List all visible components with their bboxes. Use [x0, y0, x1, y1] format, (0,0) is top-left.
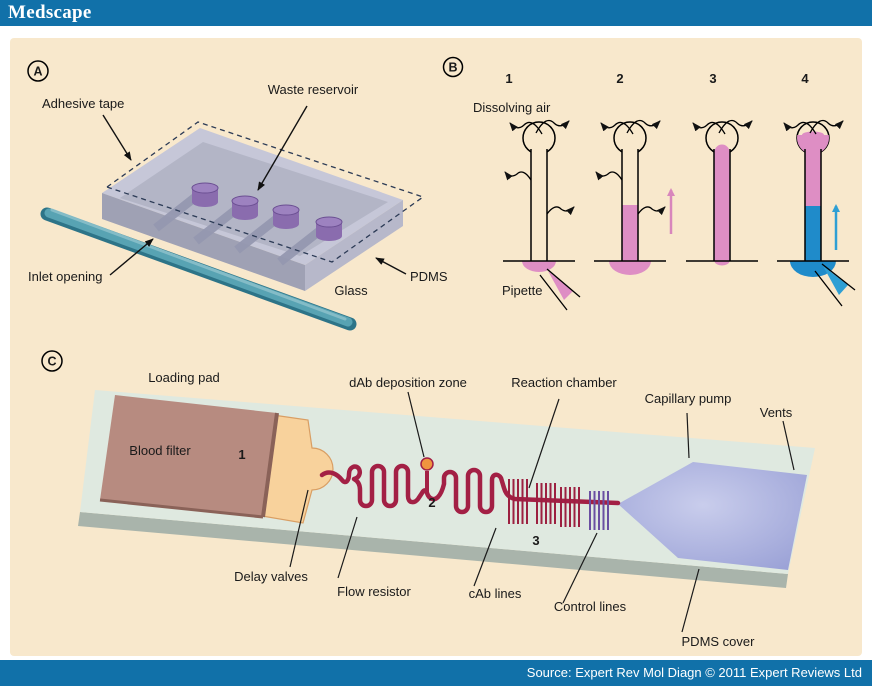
air-arrow	[509, 121, 543, 135]
dab-deposition-spot	[420, 457, 434, 471]
flow-resistor-coil	[319, 463, 621, 515]
pointer-vents	[782, 420, 795, 471]
waste-channels	[153, 191, 325, 266]
panel-a-tag: A	[33, 65, 42, 79]
pointer-control-lines	[562, 532, 598, 604]
air-arrow	[595, 171, 623, 181]
zone-number-3: 3	[532, 533, 539, 548]
droplet-blue	[790, 261, 836, 277]
label-blood-filter: Blood filter	[129, 443, 191, 458]
air-arrow	[626, 119, 661, 134]
panel-c-badge	[41, 350, 63, 372]
pdms-front-left-wall	[102, 193, 305, 291]
panel-b: B 1 2 3 4 Dissolving air Pipette	[442, 56, 856, 311]
pointer-pdms-cover	[681, 568, 700, 633]
pipette-tip	[539, 268, 581, 311]
label-inlet-opening: Inlet opening	[28, 269, 102, 284]
capillary-tube-stage-3	[686, 119, 758, 266]
label-waste-reservoir: Waste reservoir	[268, 82, 359, 97]
label-pdms-cover: PDMS cover	[682, 634, 756, 649]
label-loading-pad: Loading pad	[148, 370, 220, 385]
label-adhesive-tape: Adhesive tape	[42, 96, 124, 111]
liquid-column-pink	[622, 205, 638, 261]
air-arrow	[600, 121, 634, 135]
pointer-adhesive-tape	[102, 114, 132, 161]
air-arrow	[718, 119, 753, 134]
pipette-tip-blue	[814, 263, 856, 307]
figure-panel: A	[10, 38, 862, 656]
step-number-4: 4	[801, 71, 809, 86]
label-delay-valves: Delay valves	[234, 569, 308, 584]
waste-reservoir-cylinders	[191, 182, 343, 241]
panel-c-tag: C	[47, 355, 56, 369]
label-vents: Vents	[760, 405, 793, 420]
air-arrow	[504, 171, 532, 181]
pointer-inlet-opening	[109, 238, 154, 276]
step-number-1: 1	[505, 71, 512, 86]
droplet-pink	[522, 261, 556, 272]
air-arrow	[692, 121, 726, 135]
step-number-3: 3	[709, 71, 716, 86]
air-arrow	[637, 206, 666, 216]
air-arrow	[546, 206, 575, 216]
zone-number-2: 2	[428, 495, 435, 510]
pointer-delay-valves	[289, 489, 309, 568]
control-lines-group	[589, 491, 609, 530]
label-pipette: Pipette	[502, 283, 542, 298]
air-arrow	[809, 119, 844, 134]
label-capillary-pump: Capillary pump	[645, 391, 732, 406]
label-dissolving-air: Dissolving air	[473, 100, 551, 115]
blood-filter-edge	[261, 412, 279, 518]
adhesive-tape-outline	[105, 121, 425, 263]
panel-a-badge	[27, 60, 49, 82]
panel-b-badge	[442, 56, 464, 78]
panel-b-tag: B	[448, 61, 457, 75]
blood-filter-edge	[99, 498, 264, 519]
air-arrow	[535, 119, 570, 134]
pointer-flow-resistor	[337, 516, 358, 579]
liquid-column-blue	[805, 206, 821, 261]
cab-lines-group	[508, 479, 580, 527]
pointer-dab-zone	[407, 391, 425, 458]
label-cab-lines: cAb lines	[469, 586, 522, 601]
label-pdms: PDMS	[410, 269, 448, 284]
medscape-logo: Medscape	[8, 2, 92, 23]
capillary-tube-stage-2	[594, 119, 675, 275]
droplet-nub	[714, 261, 730, 266]
pointer-reaction-chamber	[528, 398, 560, 489]
panel-c: C 1	[41, 350, 815, 649]
zone-number-1: 1	[238, 447, 245, 462]
pointer-capillary-pump	[686, 412, 690, 459]
source-credit: Source: Expert Rev Mol Diagn © 2011 Expe…	[526, 665, 862, 680]
capillary-tube-stage-4	[777, 119, 856, 307]
pointer-waste-reservoir	[257, 105, 308, 191]
droplet-pink	[609, 261, 651, 275]
label-dab-deposition-zone: dAb deposition zone	[349, 375, 467, 390]
label-flow-resistor: Flow resistor	[337, 584, 411, 599]
label-glass: Glass	[334, 283, 368, 298]
liquid-column-pink	[714, 144, 730, 261]
air-arrow	[783, 121, 817, 135]
liquid-column-pink	[805, 148, 821, 206]
chip-side-face	[78, 512, 788, 588]
capillary-tube-stage-1	[503, 119, 581, 311]
pointer-pdms	[375, 257, 407, 275]
blood-filter-pad	[100, 395, 277, 517]
panel-a: A	[27, 60, 448, 331]
header-bar: Medscape	[0, 0, 872, 26]
label-control-lines: Control lines	[554, 599, 627, 614]
figure-canvas: A	[27, 56, 856, 649]
capillary-pump-shape	[618, 462, 807, 570]
glass-rod	[40, 207, 357, 331]
label-reaction-chamber: Reaction chamber	[511, 375, 617, 390]
step-number-2: 2	[616, 71, 623, 86]
footer-bar: Source: Expert Rev Mol Diagn © 2011 Expe…	[0, 660, 872, 686]
pointer-cab-lines	[473, 527, 497, 587]
